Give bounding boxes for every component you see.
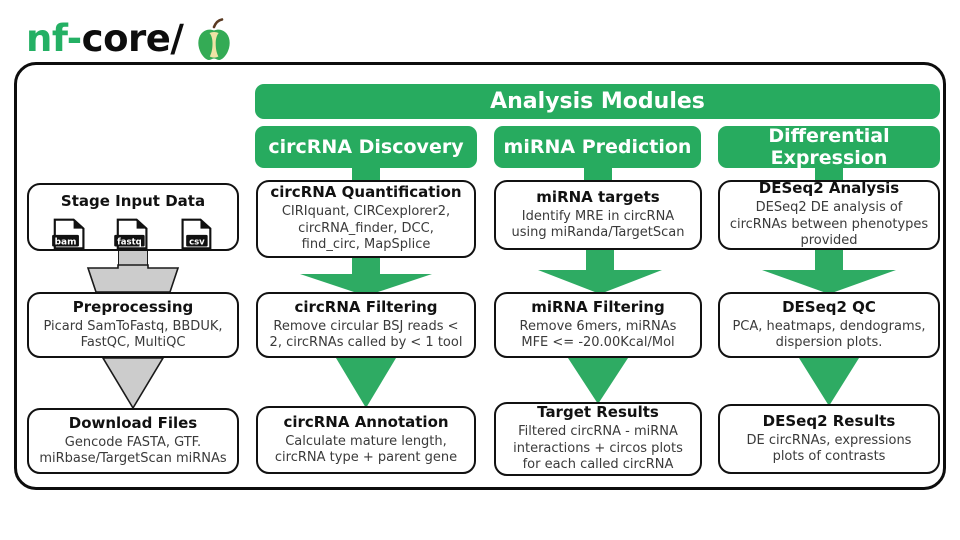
mirna-filtering-box[interactable]: miRNA Filtering Remove 6mers, miRNAs MFE…: [494, 292, 702, 358]
deseq2-analysis-title: DESeq2 Analysis: [758, 179, 900, 198]
svg-text:bam: bam: [54, 237, 76, 247]
file-bam-icon: bam: [51, 218, 85, 250]
circrna-filtering-box[interactable]: circRNA Filtering Remove circular BSJ re…: [256, 292, 476, 358]
svg-text:fastq: fastq: [117, 237, 142, 247]
circrna-filtering-desc: Remove circular BSJ reads < 2, circRNAs …: [269, 318, 463, 351]
mirna-filtering-desc: Remove 6mers, miRNAs MFE <= -20.00Kcal/M…: [519, 318, 677, 351]
stage-input-data-box[interactable]: Stage Input Data bam fastq csv: [27, 183, 239, 251]
arrow-filtering-to-annotation: [336, 358, 396, 408]
arrow-stage-input-to-preprocessing: [86, 264, 180, 293]
preprocessing-box[interactable]: Preprocessing Picard SamToFastq, BBDUK, …: [27, 292, 239, 358]
preprocessing-title: Preprocessing: [72, 297, 194, 316]
input-file-icon-row: bam fastq csv: [38, 217, 228, 251]
file-csv-icon: csv: [181, 218, 212, 250]
mirna-targets-desc: Identify MRE in circRNA using miRanda/Ta…: [511, 208, 685, 241]
target-results-desc: Filtered circRNA - miRNA interactions + …: [513, 424, 683, 473]
svg-text:csv: csv: [189, 237, 205, 247]
brand-slash-text: /: [170, 17, 184, 60]
circrna-quantification-title: circRNA Quantification: [270, 183, 462, 202]
deseq2-qc-desc: PCA, heatmaps, dendograms, dispersion pl…: [732, 318, 926, 351]
circrna-annotation-desc: Calculate mature length, circRNA type + …: [274, 433, 458, 466]
circrna-quantification-box[interactable]: circRNA Quantification CIRIquant, CIRCex…: [256, 180, 476, 258]
nf-core-apple-core-icon: [198, 18, 230, 60]
circrna-annotation-box[interactable]: circRNA Annotation Calculate mature leng…: [256, 406, 476, 474]
deseq2-qc-title: DESeq2 QC: [782, 297, 876, 316]
module-title-circrna-discovery: circRNA Discovery: [255, 126, 477, 168]
deseq2-results-title: DESeq2 Results: [762, 411, 896, 430]
file-fastq-icon: fastq: [114, 218, 148, 250]
brand-core-text: core: [81, 17, 171, 60]
arrow-mirna-targets-to-filtering: [538, 250, 662, 294]
circrna-filtering-title: circRNA Filtering: [294, 297, 438, 316]
deseq2-results-desc: DE circRNAs, expressions plots of contra…: [746, 432, 912, 465]
arrow-deseq-qc-to-results: [799, 358, 859, 406]
stage-input-data-title: Stage Input Data: [60, 192, 206, 210]
analysis-modules-header: Analysis Modules: [255, 84, 940, 119]
connector-stage-input-stem: [118, 251, 148, 268]
deseq2-qc-box[interactable]: DESeq2 QC PCA, heatmaps, dendograms, dis…: [718, 292, 940, 358]
module-title-differential-expression: Differential Expression: [718, 125, 940, 169]
deseq2-results-box[interactable]: DESeq2 Results DE circRNAs, expressions …: [718, 404, 940, 474]
arrow-deseq-analysis-to-qc: [762, 250, 896, 294]
arrow-quantification-to-filtering: [300, 256, 432, 296]
circrna-quantification-desc: CIRIquant, CIRCexplorer2, circRNA_finder…: [281, 204, 451, 253]
download-files-box[interactable]: Download Files Gencode FASTA, GTF. miRba…: [27, 408, 239, 474]
deseq2-analysis-desc: DESeq2 DE analysis of circRNAs between p…: [729, 200, 929, 249]
arrow-mirna-filtering-to-target-results: [568, 358, 628, 404]
module-title-mirna-prediction: miRNA Prediction: [494, 126, 701, 168]
target-results-box[interactable]: Target Results Filtered circRNA - miRNA …: [494, 402, 702, 476]
circrna-annotation-title: circRNA Annotation: [283, 412, 449, 431]
mirna-targets-title: miRNA targets: [536, 187, 660, 206]
arrow-preprocessing-to-download-files: [101, 357, 165, 410]
brand-nf-text: nf-: [26, 17, 82, 60]
brand-line-1: nf-core/: [26, 18, 241, 60]
mirna-targets-box[interactable]: miRNA targets Identify MRE in circRNA us…: [494, 180, 702, 250]
deseq2-analysis-box[interactable]: DESeq2 Analysis DESeq2 DE analysis of ci…: [718, 179, 940, 250]
download-files-title: Download Files: [68, 413, 198, 432]
target-results-title: Target Results: [537, 403, 659, 422]
preprocessing-desc: Picard SamToFastq, BBDUK, FastQC, MultiQ…: [43, 318, 223, 351]
download-files-desc: Gencode FASTA, GTF. miRbase/TargetScan m…: [39, 434, 227, 467]
mirna-filtering-title: miRNA Filtering: [531, 297, 665, 316]
